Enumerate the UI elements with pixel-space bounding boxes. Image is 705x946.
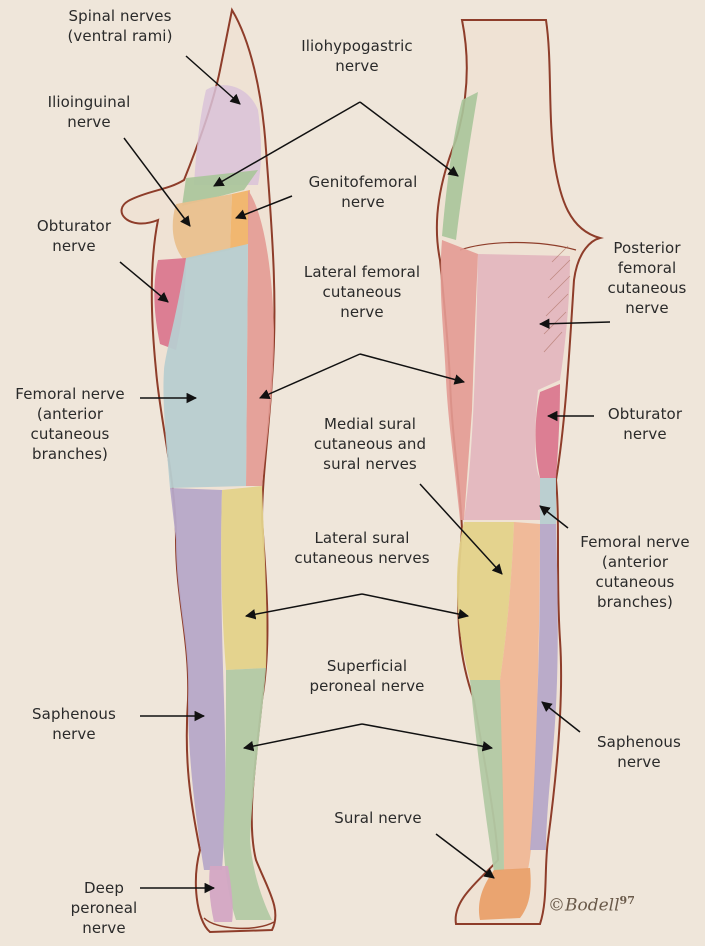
label-femoral-left: Femoral nerve (anterior cutaneous branch… [0,384,140,464]
sural-pointer [436,834,494,878]
lateral-sural-region-anterior [221,486,266,670]
label-genitofemoral: Genitofemoral nerve [288,172,438,212]
label-obturator-right: Obturator nerve [590,404,700,444]
label-lateral-sural: Lateral sural cutaneous nerves [274,528,450,568]
label-medial-sural: Medial sural cutaneous and sural nerves [296,414,444,474]
label-iliohypogastric: Iliohypogastric nerve [282,36,432,76]
posterior-leg [437,20,600,924]
lateral-femoral-pointer-left [260,354,360,398]
label-superficial-peroneal: Superficial peroneal nerve [292,656,442,696]
superficial-peroneal-pointer-left [244,724,362,748]
label-obturator-left: Obturator nerve [14,216,134,256]
signature-year: 97 [620,894,635,907]
iliohypogastric-pointer-right [360,102,458,176]
saphenous-region-anterior [170,488,225,870]
signature-name: Bodell [565,896,620,916]
superficial-peroneal-region-posterior [470,680,504,872]
lateral-sural-pointer-right [362,594,468,616]
label-deep-peroneal: Deep peroneal nerve [56,878,152,938]
genitofemoral-region [230,190,250,250]
label-ilioinguinal: Ilioinguinal nerve [22,92,156,132]
label-spinal-nerves: Spinal nerves (ventral rami) [52,6,188,46]
copyright-symbol: © [548,896,565,916]
anterior-leg [122,10,276,932]
label-saphenous-left: Saphenous nerve [14,704,134,744]
spinal-nerves-region [194,85,261,185]
superficial-peroneal-pointer-right [362,724,492,748]
label-femoral-right: Femoral nerve (anterior cutaneous branch… [566,532,704,612]
label-saphenous-right: Saphenous nerve [576,732,702,772]
artist-signature: ©Bodell97 [548,894,635,916]
label-lateral-femoral: Lateral femoral cutaneous nerve [284,262,440,322]
deep-peroneal-region [209,866,233,922]
label-posterior-femoral: Posterior femoral cutaneous nerve [590,238,704,318]
obturator-region-posterior [536,384,561,478]
label-sural: Sural nerve [314,808,442,828]
